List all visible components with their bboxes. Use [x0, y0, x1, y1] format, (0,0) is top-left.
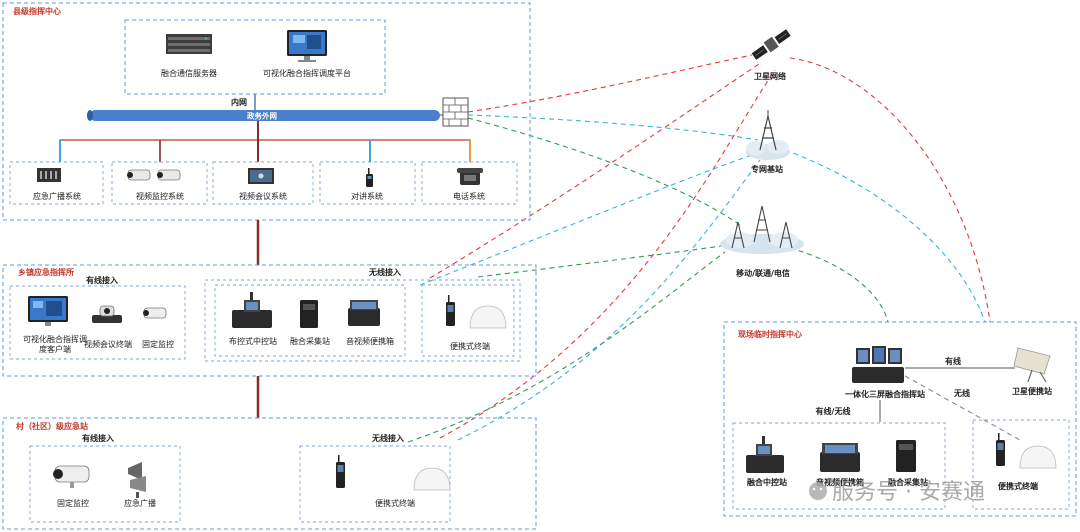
- watermark: 服务号 · 安赛通: [809, 480, 985, 505]
- extranet-label: 政务外网: [247, 111, 277, 121]
- town-wired-item-conference: 视频会议终端: [84, 339, 132, 349]
- intercom-system-box: [319, 161, 416, 205]
- server-label: 融合通信服务器: [161, 68, 217, 78]
- carrier-network-label: 移动/联通/电信: [736, 268, 790, 278]
- loudspeaker-icon: [128, 462, 146, 498]
- private-base-station-label: 专网基站: [751, 164, 783, 174]
- town-wired-box: [9, 285, 186, 360]
- camera-icon: [127, 169, 181, 181]
- village-wired-item-broadcast: 应急广播: [124, 498, 156, 508]
- town-wireless-item-avcase: 音视频便携箱: [346, 336, 394, 346]
- town-wireless-item-collection: 融合采集站: [290, 336, 330, 346]
- village-station-box: [2, 417, 537, 530]
- town-wired-label: 有线接入: [86, 275, 118, 285]
- three-screen-station-label: 一体化三屏融合指挥站: [845, 389, 925, 399]
- field-command-box: [723, 321, 1077, 517]
- telephone-system-box: [421, 161, 518, 205]
- field-item-avcase: 音视频便携箱: [816, 477, 864, 487]
- town-post-title: 乡镇应急指挥所: [18, 267, 74, 277]
- field-av-case-icon: [820, 443, 860, 472]
- town-portable-box: [421, 284, 515, 357]
- collection-station-icon: [300, 300, 318, 328]
- field-wireless-label: 无线: [953, 388, 970, 398]
- extranet-bus: [87, 110, 440, 121]
- county-center-box: [2, 2, 531, 221]
- video-surveillance-box: [111, 161, 208, 205]
- satellite-network-label: 卫星网络: [754, 71, 786, 81]
- field-devices-box: [732, 422, 946, 510]
- core-servers-box: [124, 19, 386, 95]
- field-item-control: 融合中控站: [747, 477, 787, 487]
- village-portable-label: 便携式终端: [375, 498, 415, 508]
- av-case-icon: [348, 300, 380, 326]
- control-station-icon: [232, 292, 272, 328]
- intranet-label: 内网: [231, 97, 247, 107]
- town-wired-item-client-2: 度客户端: [39, 344, 71, 354]
- village-station-title: 村（社区）级应急站: [16, 421, 88, 431]
- client-monitor-icon: [28, 296, 68, 326]
- field-wired-label: 有线: [945, 356, 961, 366]
- field-command-title: 现场临时指挥中心: [738, 329, 802, 339]
- broadcast-system-box: [9, 161, 104, 205]
- field-helmet-icon: [1019, 445, 1057, 469]
- satellite-portable-label: 卫星便携站: [1012, 386, 1052, 396]
- village-portable-icon: [336, 455, 345, 488]
- helmet-icon: [469, 305, 507, 329]
- satellite-portable-icon: [1013, 347, 1051, 383]
- three-screen-station-icon: [852, 346, 904, 383]
- town-wireless-devices-box: [214, 284, 406, 357]
- town-portable-label: 便携式终端: [450, 341, 490, 351]
- village-wired-box: [29, 445, 181, 523]
- satellite-icon: [751, 29, 791, 60]
- video-conference-box: [212, 161, 314, 205]
- village-wireless-label: 无线接入: [371, 433, 404, 443]
- firewall-icon: [442, 97, 469, 127]
- system-label-conference: 视频会议系统: [239, 191, 287, 201]
- watermark-text: 服务号 · 安赛通: [832, 480, 985, 505]
- village-helmet-icon: [413, 467, 451, 491]
- server-icon: [166, 34, 212, 54]
- county-center-title: 县级指挥中心: [13, 6, 61, 16]
- satellite-links: [429, 54, 991, 439]
- field-collection-station-icon: [896, 440, 916, 472]
- town-wired-item-camera: 固定监控: [142, 339, 174, 349]
- portable-terminal-icon: [446, 295, 455, 326]
- platform-label: 可视化融合指挥调度平台: [263, 68, 351, 78]
- field-portable-terminal-icon: [996, 433, 1005, 466]
- field-control-station-icon: [746, 436, 784, 473]
- town-wireless-box: [204, 279, 521, 362]
- telephone-icon: [457, 168, 483, 185]
- field-portable-box: [972, 419, 1070, 510]
- town-wireless-item-control: 布控式中控站: [229, 336, 277, 346]
- system-label-telephone: 电话系统: [453, 191, 485, 201]
- private-base-station-icon: [746, 110, 790, 160]
- mixer-icon: [37, 168, 61, 182]
- walkie-talkie-icon: [366, 168, 373, 187]
- field-wired-wireless-label: 有线/无线: [816, 406, 851, 416]
- system-label-surveillance: 视频监控系统: [136, 191, 184, 201]
- village-wired-item-camera: 固定监控: [57, 498, 89, 508]
- carrier-network-links: [407, 117, 889, 443]
- monitor-icon: [287, 30, 327, 62]
- field-portable-label: 便携式终端: [998, 481, 1038, 491]
- village-camera-icon: [53, 465, 90, 488]
- town-post-box: [2, 264, 537, 377]
- town-wired-item-client-1: 可视化融合指挥调: [23, 334, 87, 344]
- system-label-broadcast: 应急广播系统: [33, 191, 81, 201]
- system-label-intercom: 对讲系统: [351, 191, 383, 201]
- video-conference-icon: [248, 168, 274, 184]
- conference-terminal-icon: [92, 305, 122, 323]
- village-wired-label: 有线接入: [82, 433, 114, 443]
- town-wireless-label: 无线接入: [368, 267, 401, 277]
- field-item-collection: 融合采集站: [888, 477, 928, 487]
- carrier-towers-icon: [720, 205, 804, 254]
- fixed-camera-icon: [143, 307, 167, 319]
- private-network-links: [419, 114, 986, 441]
